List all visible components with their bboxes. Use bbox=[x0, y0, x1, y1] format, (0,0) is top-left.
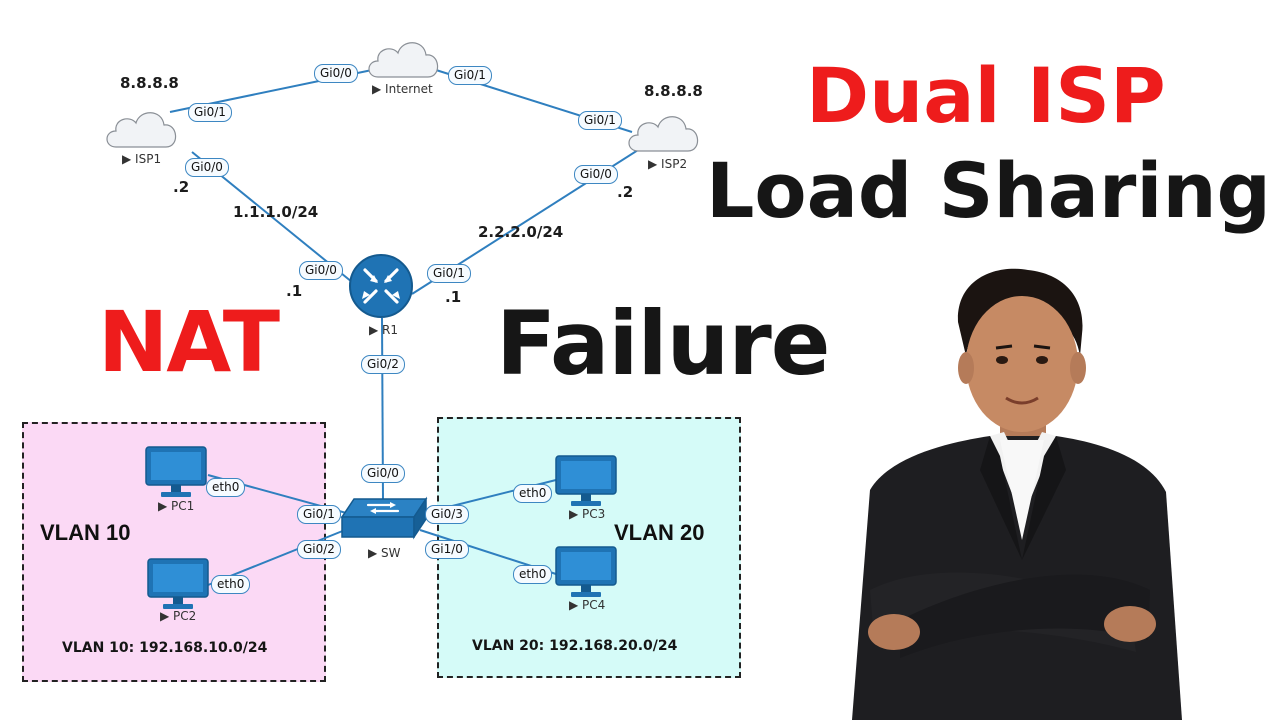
isp2-dns-label: 8.8.8.8 bbox=[644, 82, 703, 100]
presenter-photo bbox=[852, 268, 1182, 720]
router-icon bbox=[349, 254, 413, 318]
internet-name: Internet bbox=[385, 82, 433, 96]
port-r1-gi01: Gi0/1 bbox=[427, 264, 471, 283]
sw-label: ▶ SW bbox=[368, 546, 401, 560]
vlan20-subnet: VLAN 20: 192.168.20.0/24 bbox=[472, 638, 678, 654]
pc1-label: ▶ PC1 bbox=[158, 499, 195, 513]
port-isp2-gi00: Gi0/0 bbox=[574, 165, 618, 184]
pc1-name: PC1 bbox=[171, 499, 195, 513]
isp2-host-label: .2 bbox=[617, 183, 634, 201]
port-internet-gi01: Gi0/1 bbox=[448, 66, 492, 85]
vlan10-subnet: VLAN 10: 192.168.10.0/24 bbox=[62, 640, 268, 656]
port-isp1-gi01: Gi0/1 bbox=[188, 103, 232, 122]
isp1-label: ▶ ISP1 bbox=[122, 152, 162, 166]
r1-label: ▶ R1 bbox=[369, 323, 399, 337]
port-sw-gi02: Gi0/2 bbox=[297, 540, 341, 559]
network1-label: 1.1.1.0/24 bbox=[233, 203, 319, 221]
pc3-name: PC3 bbox=[582, 507, 606, 521]
port-r1-gi00: Gi0/0 bbox=[299, 261, 343, 280]
port-pc3-eth0: eth0 bbox=[513, 484, 553, 503]
title-failure: Failure bbox=[496, 292, 830, 395]
port-r1-gi02: Gi0/2 bbox=[361, 355, 405, 374]
title-nat: NAT bbox=[98, 293, 280, 391]
internet-cloud-icon bbox=[368, 42, 439, 78]
port-sw-gi10: Gi1/0 bbox=[425, 540, 469, 559]
port-internet-gi00: Gi0/0 bbox=[314, 64, 358, 83]
title-load-sharing: Load Sharing bbox=[706, 146, 1271, 235]
r1-right-host-label: .1 bbox=[445, 288, 462, 306]
port-sw-gi00: Gi0/0 bbox=[361, 464, 405, 483]
port-pc4-eth0: eth0 bbox=[513, 565, 553, 584]
isp1-name: ISP1 bbox=[135, 152, 162, 166]
pc3-label: ▶ PC3 bbox=[569, 507, 606, 521]
port-sw-gi03: Gi0/3 bbox=[425, 505, 469, 524]
pc4-label: ▶ PC4 bbox=[569, 598, 606, 612]
r1-left-host-label: .1 bbox=[286, 282, 303, 300]
sw-name: SW bbox=[381, 546, 401, 560]
isp2-name: ISP2 bbox=[661, 157, 688, 171]
isp2-label: ▶ ISP2 bbox=[648, 157, 688, 171]
pc2-name: PC2 bbox=[173, 609, 197, 623]
port-pc2-eth0: eth0 bbox=[211, 575, 251, 594]
port-isp2-gi01: Gi0/1 bbox=[578, 111, 622, 130]
pc2-label: ▶ PC2 bbox=[160, 609, 197, 623]
isp2-cloud-icon bbox=[628, 116, 699, 152]
r1-name: R1 bbox=[382, 323, 399, 337]
pc4-monitor-icon bbox=[555, 546, 617, 597]
vlan10-title: VLAN 10 bbox=[40, 520, 131, 545]
vlan20-title: VLAN 20 bbox=[614, 520, 705, 545]
pc2-monitor-icon bbox=[147, 558, 209, 609]
port-pc1-eth0: eth0 bbox=[206, 478, 246, 497]
network2-label: 2.2.2.0/24 bbox=[478, 223, 564, 241]
isp1-dns-label: 8.8.8.8 bbox=[120, 74, 179, 92]
internet-label: ▶ Internet bbox=[372, 82, 433, 96]
pc3-monitor-icon bbox=[555, 455, 617, 506]
pc1-monitor-icon bbox=[145, 446, 207, 497]
title-dual-isp: Dual ISP bbox=[806, 51, 1166, 140]
isp1-host-label: .2 bbox=[173, 178, 190, 196]
port-sw-gi01: Gi0/1 bbox=[297, 505, 341, 524]
pc4-name: PC4 bbox=[582, 598, 606, 612]
switch-icon bbox=[340, 496, 428, 540]
port-isp1-gi00: Gi0/0 bbox=[185, 158, 229, 177]
isp1-cloud-icon bbox=[106, 112, 177, 148]
